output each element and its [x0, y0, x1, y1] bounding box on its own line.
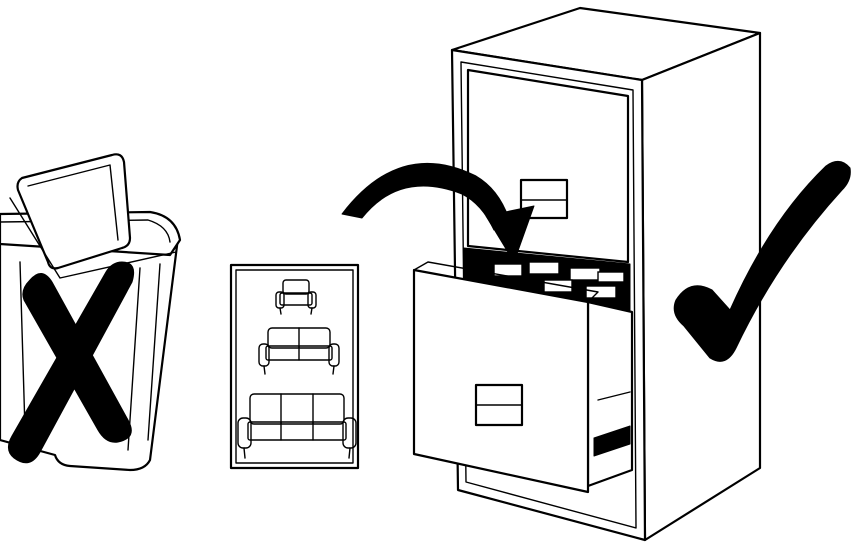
armchair-drawing	[275, 279, 317, 315]
x-mark-stroke-2	[8, 261, 135, 464]
drawer-front	[412, 268, 590, 494]
drawer-front-bevel	[413, 261, 599, 303]
x-mark-icon	[8, 261, 135, 464]
manual-page	[229, 263, 360, 470]
trash-can-lid	[16, 153, 132, 270]
drawer-rail	[593, 425, 631, 457]
trash-can-groove	[127, 267, 141, 451]
trash-can-groove	[19, 261, 26, 431]
sofa-drawing	[237, 393, 357, 459]
manual-page-inner	[235, 269, 354, 464]
trash-can-rim-inner	[0, 219, 171, 243]
trash-can-lid-base	[9, 197, 177, 279]
furniture-manual-icon	[229, 263, 360, 470]
trash-can-groove	[147, 263, 161, 441]
drawer-side-panel	[586, 300, 634, 488]
arrow-head	[485, 205, 535, 263]
check-mark-icon	[673, 161, 851, 362]
trash-can-lid-edge	[27, 164, 119, 241]
cabinet-top-drawer	[466, 68, 630, 264]
curved-arrow-icon	[341, 162, 535, 263]
check-mark-stroke	[673, 161, 851, 362]
filing-cabinet-icon	[412, 6, 762, 542]
loveseat-drawing	[258, 327, 340, 375]
file-tabs	[493, 261, 625, 299]
